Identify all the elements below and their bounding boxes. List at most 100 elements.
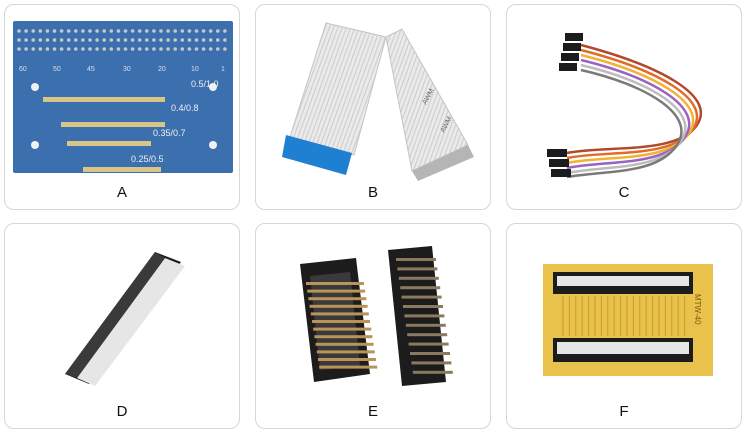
through-hole <box>152 47 156 51</box>
connector-pin <box>313 327 372 331</box>
wire-bundle <box>566 43 703 179</box>
panel-e-board-to-board-connectors: E <box>255 223 491 429</box>
through-hole <box>145 29 149 33</box>
board-mark-0: 60 <box>19 66 27 73</box>
through-hole <box>17 38 21 42</box>
through-hole <box>123 47 128 51</box>
through-hole <box>166 47 170 51</box>
connector-pin <box>319 365 378 369</box>
connector-pin <box>407 333 448 337</box>
through-hole <box>223 38 227 42</box>
through-hole <box>159 47 163 51</box>
through-hole <box>145 47 149 51</box>
connector-pin <box>315 342 374 346</box>
through-hole <box>52 47 57 51</box>
board-mark-6: 1 <box>221 66 225 73</box>
pitch-label-3: 0.25/0.5 <box>131 154 164 164</box>
connector-pin <box>411 361 452 365</box>
pad-row <box>61 122 165 127</box>
dupont-housings-bottom <box>547 149 571 177</box>
connector-pin <box>398 276 439 280</box>
through-hole <box>123 29 128 33</box>
through-hole <box>173 38 177 42</box>
through-hole <box>95 29 99 33</box>
pitch-label-0: 0.5/1.0 <box>191 79 219 89</box>
breakout-board-photo: 60 50 45 30 20 10 1 0.5/1.0 0.4/0.8 0.35… <box>13 21 233 173</box>
through-hole <box>208 47 213 51</box>
through-hole <box>116 38 121 42</box>
through-hole <box>109 47 114 51</box>
through-hole <box>208 38 213 42</box>
pad-row <box>43 97 165 102</box>
connector-pin <box>309 304 368 308</box>
through-hole <box>81 38 85 42</box>
through-hole <box>187 47 192 51</box>
connector-pin <box>412 370 453 374</box>
through-hole <box>102 38 106 42</box>
through-hole <box>88 29 92 33</box>
through-hole <box>74 47 78 51</box>
through-hole <box>38 29 43 33</box>
connector-pin <box>316 350 375 354</box>
connector-pin <box>405 323 446 327</box>
through-hole <box>223 47 227 51</box>
through-hole <box>152 38 156 42</box>
ribbon-tab-blue <box>282 135 352 175</box>
through-hole <box>137 47 142 51</box>
panel-label: D <box>116 403 128 420</box>
connector-pin <box>404 314 445 318</box>
through-hole <box>45 29 50 33</box>
ffc-ribbon-photo: AWM AWM <box>282 22 474 181</box>
connector-pin <box>396 258 436 261</box>
through-hole <box>31 38 35 42</box>
through-hole <box>152 29 156 33</box>
through-hole <box>24 47 28 51</box>
through-hole <box>109 38 114 42</box>
through-hole <box>102 47 106 51</box>
connector-pin <box>306 282 364 285</box>
connector-pin <box>310 312 369 316</box>
jumper-wire-photo <box>547 33 703 179</box>
board-mark-2: 45 <box>87 66 95 73</box>
panel-b-ffc-ribbon: AWM AWM B <box>255 4 491 210</box>
connector-pin <box>410 352 450 355</box>
mount-hole <box>209 83 217 91</box>
through-hole <box>216 29 220 33</box>
through-hole <box>123 38 128 42</box>
through-hole <box>59 38 64 42</box>
through-hole <box>173 29 177 33</box>
through-hole <box>187 29 192 33</box>
connector-pin <box>400 286 441 290</box>
through-hole <box>180 38 185 42</box>
dupont-housings-top <box>559 33 583 71</box>
through-hole <box>59 29 64 33</box>
mount-hole <box>31 83 39 91</box>
through-hole <box>74 38 78 42</box>
through-hole <box>52 29 57 33</box>
pitch-label-2: 0.35/0.7 <box>153 128 186 138</box>
board-mark-3: 30 <box>123 66 131 73</box>
through-hole <box>130 29 135 33</box>
through-hole <box>38 38 43 42</box>
panel-label: A <box>116 184 127 201</box>
panel-c-jumper-wires: C <box>506 4 742 210</box>
through-hole <box>145 38 149 42</box>
ribbon-contacts <box>412 145 474 181</box>
fpc-connector-photo <box>65 252 185 386</box>
connector-pin <box>308 297 367 301</box>
through-hole <box>31 29 35 33</box>
ribbon-strip-left <box>289 22 387 156</box>
through-hole <box>223 29 227 33</box>
board-mark-4: 20 <box>158 66 166 73</box>
through-hole <box>24 29 28 33</box>
through-hole <box>159 38 163 42</box>
through-hole <box>116 29 121 33</box>
connector-pin <box>397 267 438 271</box>
connector-pin <box>408 342 449 346</box>
through-hole <box>166 38 170 42</box>
through-hole <box>194 29 199 33</box>
through-hole <box>130 47 135 51</box>
through-hole <box>180 29 185 33</box>
pitch-label-1: 0.4/0.8 <box>171 103 199 113</box>
